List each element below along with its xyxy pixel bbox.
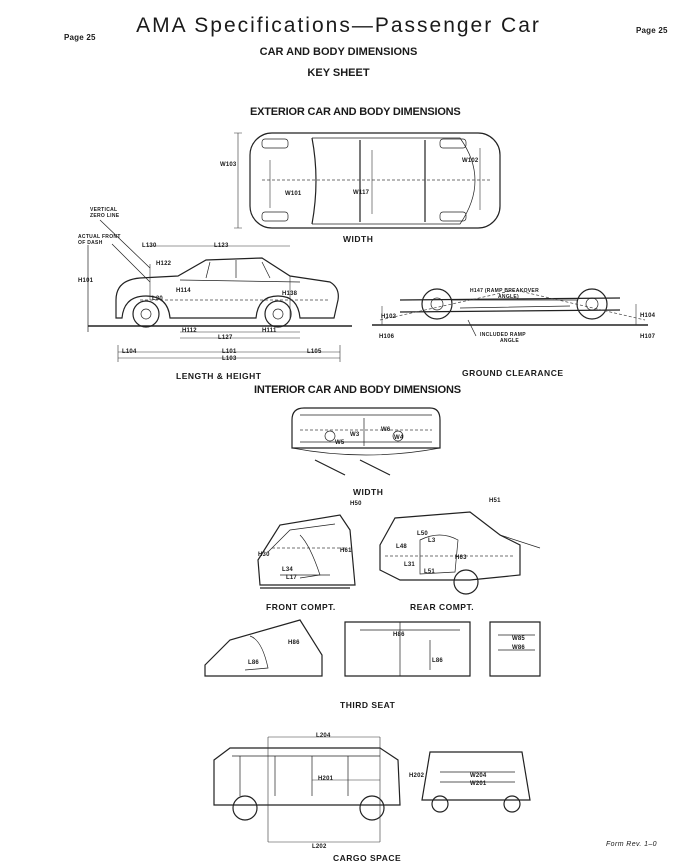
exterior-width-caption: WIDTH [343, 234, 374, 244]
label-l50: L50 [417, 531, 428, 537]
label-l3: L3 [428, 538, 436, 544]
label-l105: L105 [307, 349, 322, 355]
label-vertical-zero-line: VERTICAL ZERO LINE [90, 207, 120, 219]
label-h102: H102 [381, 314, 397, 320]
interior-heading: INTERIOR CAR AND BODY DIMENSIONS [254, 384, 461, 396]
side-view-car-drawing [87, 219, 352, 362]
label-h202: H202 [409, 773, 425, 779]
label-h63: H63 [455, 555, 467, 561]
label-w5: W5 [335, 440, 345, 446]
label-included-ramp-angle: INCLUDED RAMP ANGLE [480, 332, 526, 344]
label-l130: L130 [142, 243, 157, 249]
label-w103: W103 [220, 162, 237, 168]
label-l51: L51 [424, 569, 435, 575]
label-h111: H111 [262, 328, 277, 334]
length-height-caption: LENGTH & HEIGHT [176, 371, 262, 381]
interior-width-drawing [291, 407, 441, 476]
label-h51: H51 [489, 498, 501, 504]
label-w204: W204 [470, 773, 487, 779]
label-h112: H112 [182, 328, 197, 334]
label-h106: H106 [379, 334, 395, 340]
front-compartment-caption: FRONT COMPT. [266, 602, 336, 612]
label-actual-front-of-dash: ACTUAL FRONT OF DASH [78, 234, 121, 246]
label-h86-a: H86 [288, 640, 300, 646]
label-l86-a: L86 [248, 660, 259, 666]
label-w4: W4 [394, 435, 404, 441]
label-h104: H104 [640, 313, 656, 319]
page-number-left: Page 25 [64, 33, 96, 42]
label-l101: L101 [222, 349, 237, 355]
label-w102: W102 [462, 158, 479, 164]
cargo-space-caption: CARGO SPACE [333, 853, 402, 863]
label-h101: H101 [78, 278, 94, 284]
label-l30: L30 [152, 296, 163, 302]
label-w6: W6 [381, 427, 391, 433]
ground-clearance-drawing [372, 288, 648, 337]
label-h107: H107 [640, 334, 656, 340]
label-l48: L48 [396, 544, 407, 550]
label-l202: L202 [312, 844, 327, 850]
label-h50: H50 [350, 501, 362, 507]
label-h138: H138 [282, 291, 298, 297]
rear-compartment-drawing [379, 511, 541, 595]
interior-width-caption: WIDTH [353, 487, 384, 497]
label-l104: L104 [122, 349, 137, 355]
key-sheet-label: KEY SHEET [307, 67, 370, 79]
label-h86-b: H86 [393, 632, 405, 638]
label-w85: W85 [512, 636, 525, 642]
third-seat-drawings [204, 619, 541, 677]
label-l17: L17 [286, 575, 297, 581]
label-l31: L31 [404, 562, 415, 568]
label-w201: W201 [470, 781, 487, 787]
page-subtitle: CAR AND BODY DIMENSIONS [259, 46, 418, 58]
label-l86-b: L86 [432, 658, 443, 664]
form-revision: Form Rev. 1–0 [606, 841, 657, 848]
label-l34: L34 [282, 567, 293, 573]
page-number-right: Page 25 [636, 26, 668, 35]
label-h147: H147 (RAMP BREAKOVER ANGLE) [470, 288, 539, 300]
page-title: AMA Specifications—Passenger Car [136, 14, 541, 37]
label-h30: H30 [258, 552, 270, 558]
label-h122: H122 [156, 261, 172, 267]
ground-clearance-caption: GROUND CLEARANCE [462, 368, 564, 378]
label-l123: L123 [214, 243, 229, 249]
label-w86: W86 [512, 645, 525, 651]
front-compartment-drawing [257, 514, 356, 589]
third-seat-caption: THIRD SEAT [340, 700, 396, 710]
label-h201: H201 [318, 776, 334, 782]
label-l204: L204 [316, 733, 331, 739]
label-w117: W117 [353, 190, 370, 196]
label-l103: L103 [222, 356, 237, 362]
rear-compartment-caption: REAR COMPT. [410, 602, 475, 612]
exterior-heading: EXTERIOR CAR AND BODY DIMENSIONS [250, 106, 461, 118]
label-w3: W3 [350, 432, 360, 438]
top-view-car-drawing [234, 132, 501, 229]
label-h114: H114 [176, 288, 191, 294]
cargo-space-drawing [213, 736, 531, 843]
label-w101: W101 [285, 191, 302, 197]
label-h61: H61 [340, 548, 352, 554]
label-l127: L127 [218, 335, 233, 341]
